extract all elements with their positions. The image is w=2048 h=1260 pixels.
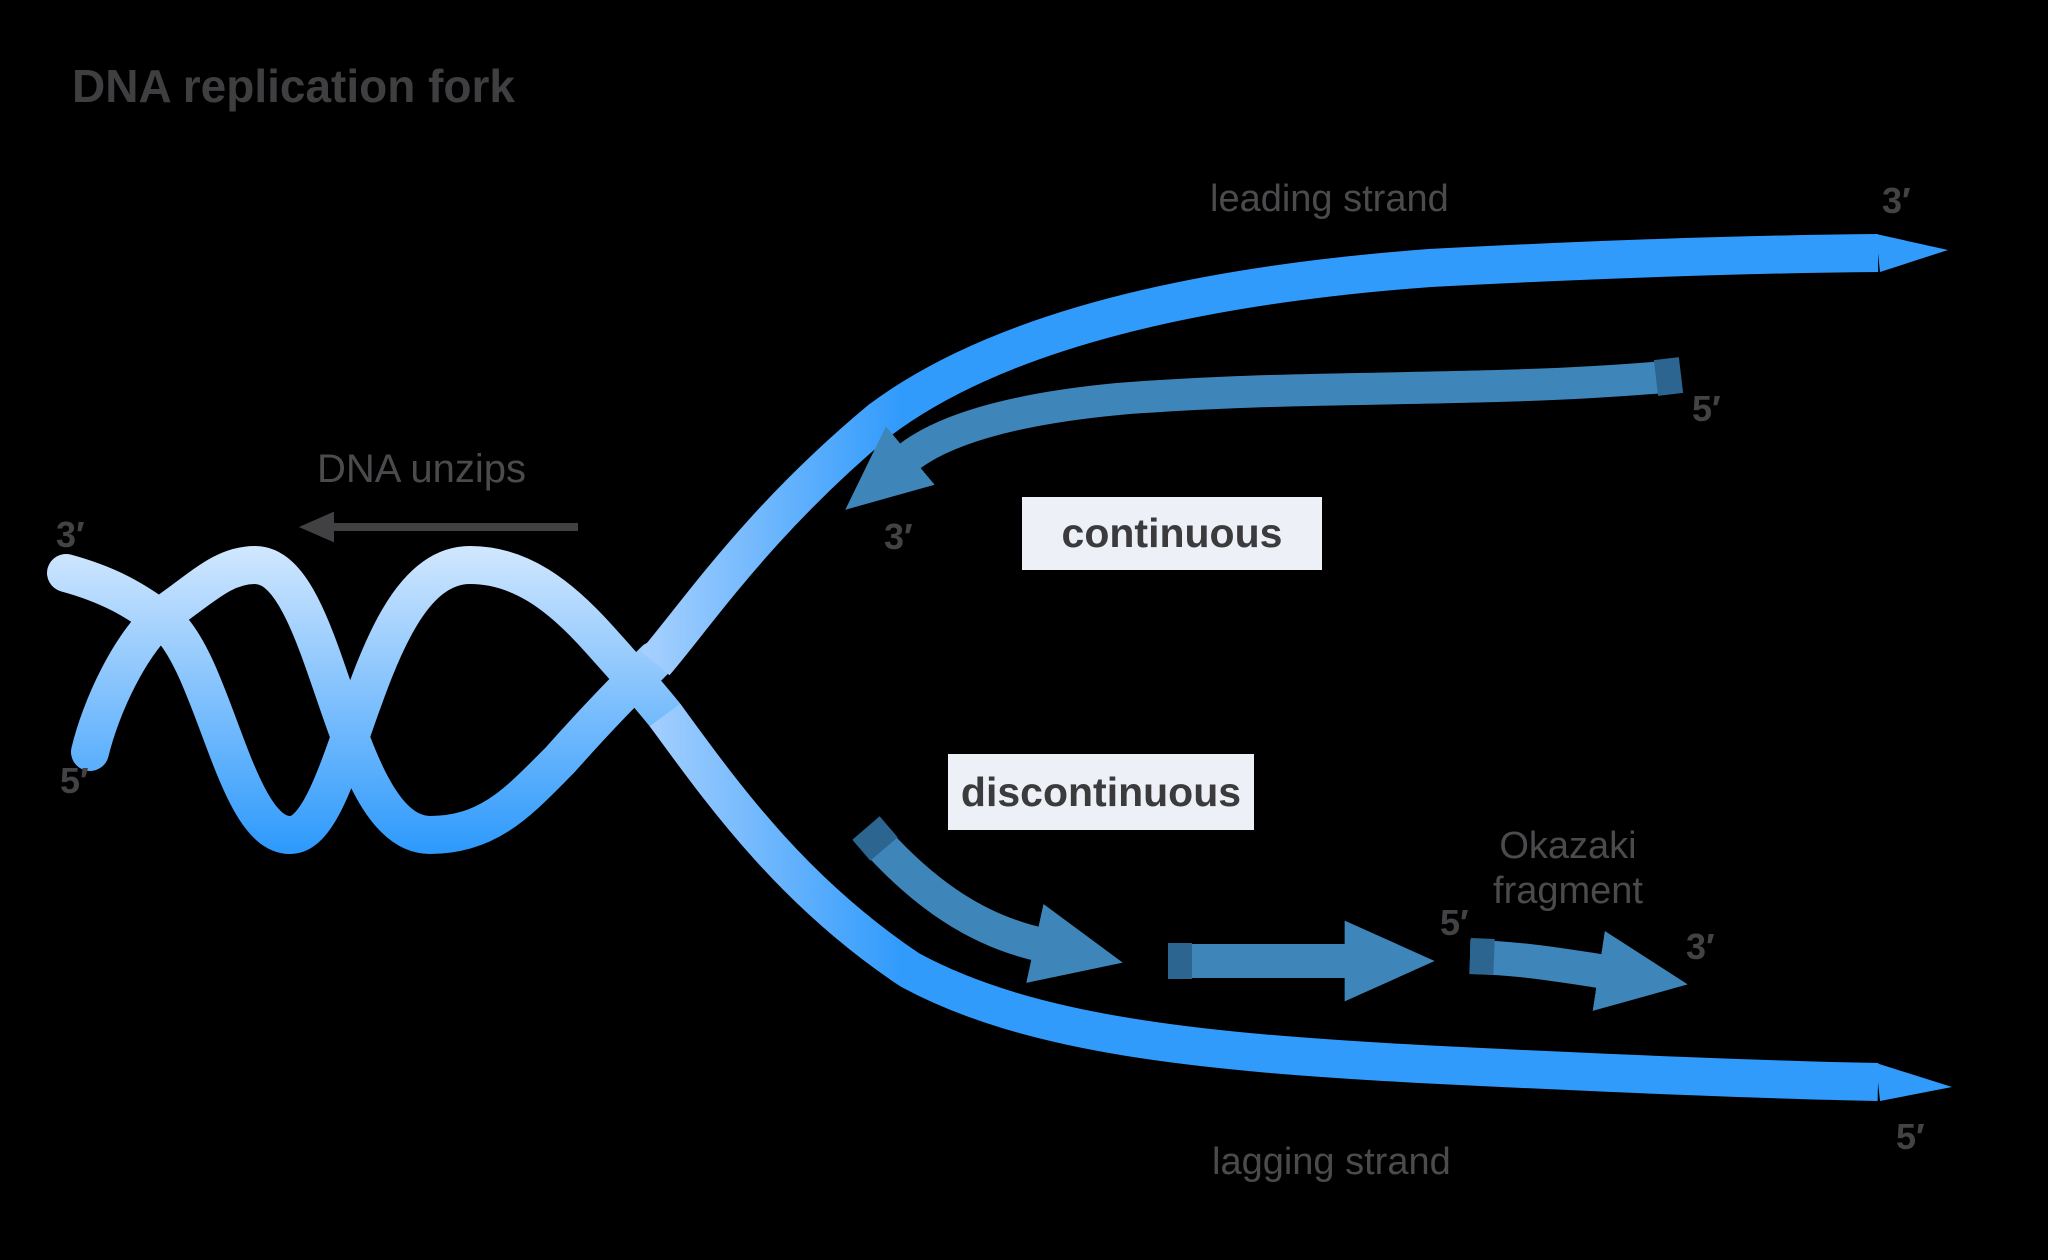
helix-5prime-label: 5′ [60, 760, 89, 801]
lagging-strand-template [649, 703, 1879, 1101]
okazaki-arrow-2-cap [1469, 938, 1495, 975]
okazaki-fragment-label-line1: Okazaki [1499, 825, 1637, 867]
continuous-label-box: continuous [1022, 497, 1322, 570]
lagging-strand-5prime-label: 5′ [1896, 1116, 1925, 1157]
leading-strand-label: leading strand [1210, 178, 1449, 220]
okazaki-3prime-label: 3′ [1686, 926, 1715, 967]
helix-strand-b [71, 545, 674, 855]
lagging-strand-tip [1876, 1063, 1952, 1101]
continuous-strand-3prime-label: 3′ [884, 516, 913, 557]
okazaki-fragment-label-line2: fragment [1493, 869, 1643, 912]
discontinuous-curved-arrow-cap [852, 816, 898, 861]
leading-strand-template [640, 234, 1879, 676]
lagging-strand-label: lagging strand [1212, 1141, 1451, 1183]
leading-strand-3prime-label: 3′ [1882, 180, 1911, 221]
okazaki-fragment-label: Okazaki fragment [1453, 824, 1683, 914]
leading-strand-tip [1876, 234, 1948, 272]
continuous-strand-5prime-cap [1653, 357, 1684, 396]
okazaki-5prime-label: 5′ [1440, 902, 1469, 943]
dna-unzips-label: DNA unzips [317, 447, 526, 491]
diagram-title: DNA replication fork [72, 60, 516, 112]
continuous-new-strand-arrow [845, 361, 1666, 510]
helix-3prime-label: 3′ [56, 514, 85, 555]
discontinuous-label-box: discontinuous [948, 754, 1254, 830]
continuous-strand-5prime-label: 5′ [1692, 388, 1721, 429]
discontinuous-curved-arrow [861, 826, 1123, 983]
